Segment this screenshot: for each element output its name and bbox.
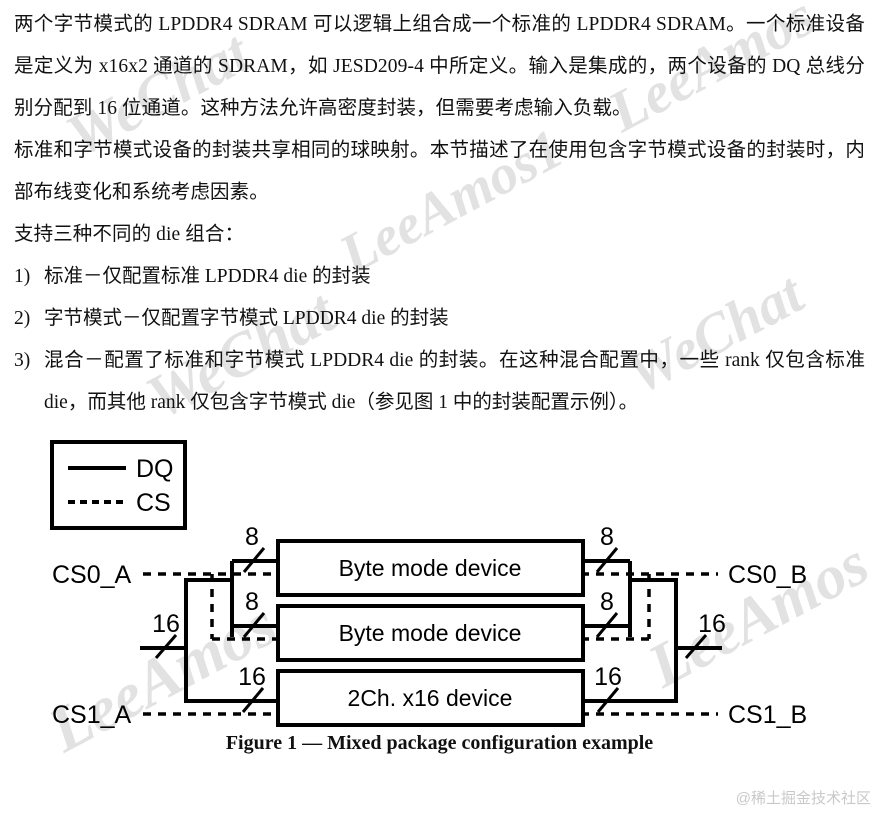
legend-box bbox=[50, 440, 187, 530]
left-bus-width-label: 16 bbox=[152, 610, 180, 638]
right-width-device2: 8 bbox=[600, 588, 614, 616]
left-dq-device2-slash bbox=[242, 612, 266, 638]
right-width-device3: 16 bbox=[594, 663, 622, 691]
right-bus-slash bbox=[684, 634, 708, 659]
right-width-device1: 8 bbox=[600, 523, 614, 551]
list-item-text: 混合－配置了标准和字节模式 LPDDR4 die 的封装。在这种混合配置中，一些… bbox=[44, 350, 865, 413]
right-dq-device2-slash bbox=[595, 612, 619, 638]
list-item-text: 字节模式－仅配置字节模式 LPDDR4 die 的封装 bbox=[44, 308, 449, 329]
right-dq-device3-slash bbox=[596, 687, 620, 713]
list-item-marker: 2) bbox=[14, 308, 31, 329]
cs1-b-label: CS1_B bbox=[728, 701, 807, 729]
right-dq-device1-slash bbox=[595, 547, 619, 573]
document-body: 两个字节模式的 LPDDR4 SDRAM 可以逻辑上组合成一个标准的 LPDDR… bbox=[14, 14, 865, 424]
legend-label-dq: DQ bbox=[136, 455, 174, 483]
list-item-text: 标准－仅配置标准 LPDDR4 die 的封装 bbox=[44, 266, 371, 287]
cs0-a-label: CS0_A bbox=[52, 561, 132, 589]
paragraph-3: 支持三种不同的 die 组合： bbox=[14, 224, 245, 245]
device-box-1 bbox=[276, 539, 585, 597]
device-box-3 bbox=[276, 669, 585, 727]
site-watermark: @稀土掘金技术社区 bbox=[735, 790, 871, 807]
cs0-b-label: CS0_B bbox=[728, 561, 807, 589]
list-item-marker: 1) bbox=[14, 266, 31, 287]
device-box-2 bbox=[276, 604, 585, 662]
figure-caption: Figure 1 — Mixed package configuration e… bbox=[225, 732, 654, 754]
left-width-device1: 8 bbox=[245, 523, 259, 551]
figure-1: DQ CS Byte mode device Byte mode device … bbox=[0, 430, 879, 730]
right-bus-width-label: 16 bbox=[698, 610, 726, 638]
list-item-marker: 3) bbox=[14, 350, 31, 371]
device-label-1: Byte mode device bbox=[339, 555, 522, 581]
list-item: 3) 混合－配置了标准和字节模式 LPDDR4 die 的封装。在这种混合配置中… bbox=[14, 340, 865, 424]
device-label-3: 2Ch. x16 device bbox=[348, 685, 513, 711]
cs1-a-label: CS1_A bbox=[52, 701, 132, 729]
list-item: 1) 标准－仅配置标准 LPDDR4 die 的封装 bbox=[14, 256, 865, 298]
diagram-body: Byte mode device Byte mode device 2Ch. x… bbox=[52, 523, 807, 729]
left-bus-slash bbox=[154, 634, 178, 659]
device-label-2: Byte mode device bbox=[339, 620, 522, 646]
left-width-device3: 16 bbox=[238, 663, 266, 691]
mixed-package-configuration-diagram: DQ CS Byte mode device Byte mode device … bbox=[50, 440, 807, 729]
list-item: 2) 字节模式－仅配置字节模式 LPDDR4 die 的封装 bbox=[14, 298, 865, 340]
legend-group: DQ CS bbox=[50, 440, 187, 530]
paragraph-2: 标准和字节模式设备的封装共享相同的球映射。本节描述了在使用包含字节模式设备的封装… bbox=[14, 140, 865, 203]
paragraph-1: 两个字节模式的 LPDDR4 SDRAM 可以逻辑上组合成一个标准的 LPDDR… bbox=[14, 14, 865, 119]
left-width-device2: 8 bbox=[245, 588, 259, 616]
left-dq-device3-slash bbox=[241, 687, 265, 713]
legend-label-cs: CS bbox=[136, 489, 171, 517]
left-dq-device1-slash bbox=[242, 547, 266, 573]
